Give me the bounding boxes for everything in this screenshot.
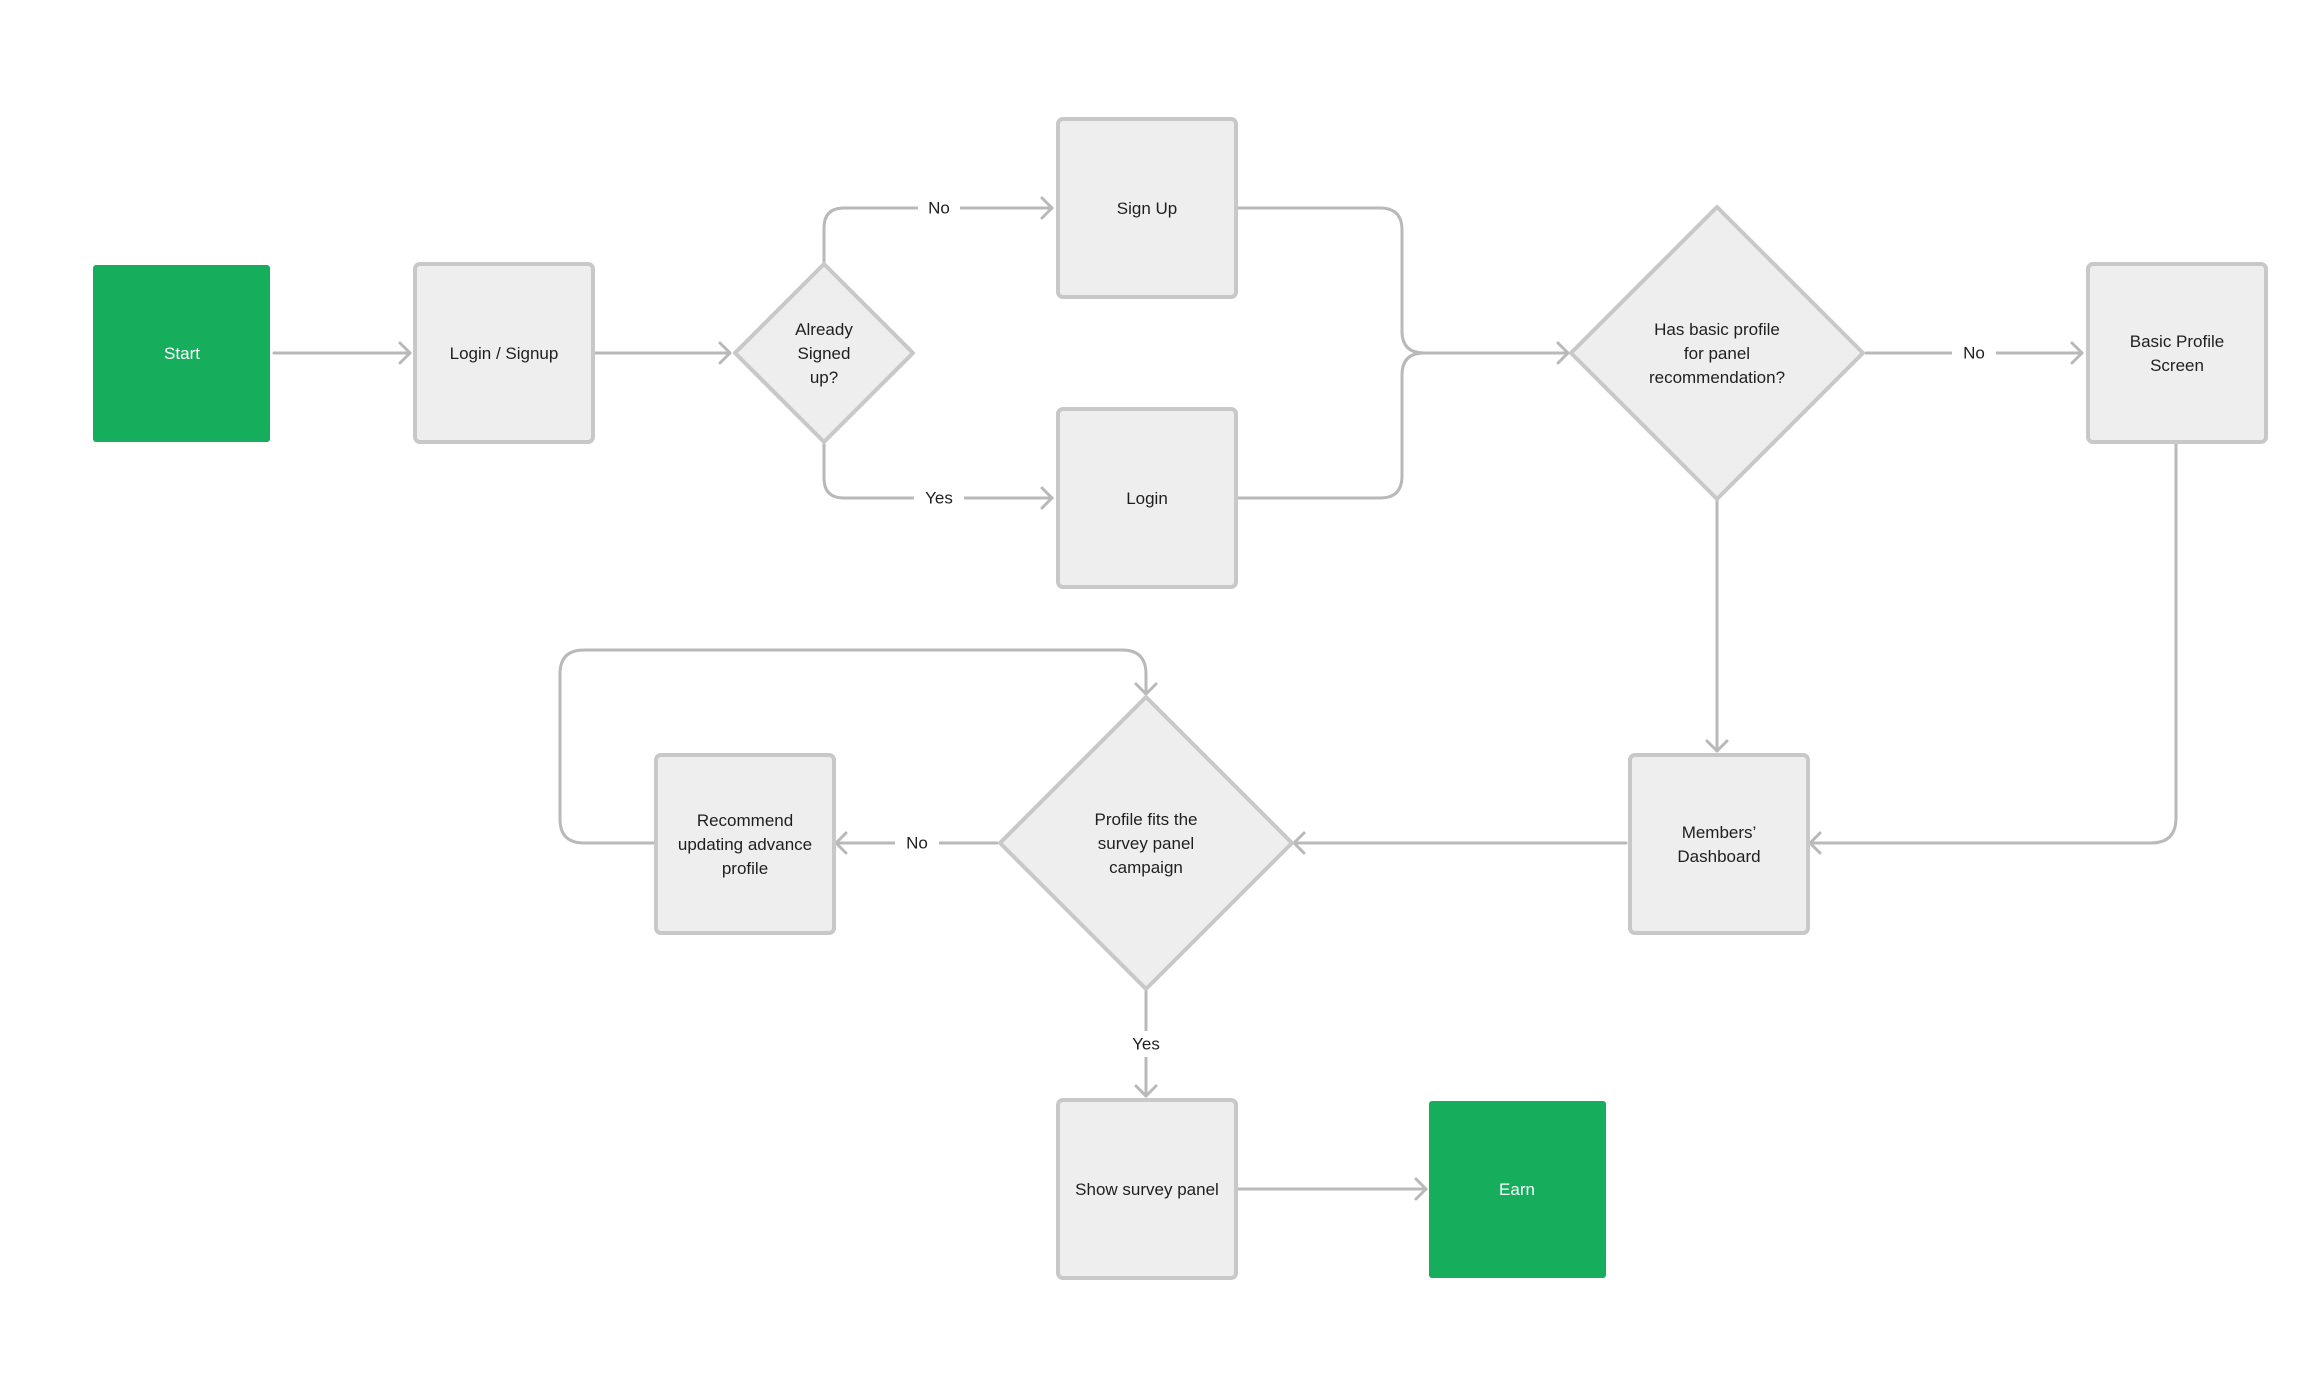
arrowhead	[1705, 739, 1729, 753]
login-node[interactable]: Login	[1056, 407, 1238, 589]
sign-up-node[interactable]: Sign Up	[1056, 117, 1238, 299]
arrowhead	[718, 341, 732, 365]
profile-fits-decision[interactable]: Profile fits the survey panel campaign	[998, 695, 1294, 991]
recommend-updating-label: Recommend updating advance profile	[678, 811, 812, 878]
arrowhead	[1556, 341, 1570, 365]
recommend-updating-node[interactable]: Recommend updating advance profile	[654, 753, 836, 935]
edge-label-already-yes: Yes	[925, 488, 953, 507]
edge-already-to-login	[822, 442, 1054, 500]
edges	[272, 196, 2178, 1201]
sign-up-label: Sign Up	[1117, 199, 1177, 218]
node-label-line: Has basic profile	[1654, 320, 1780, 339]
node-label-line: Login / Signup	[450, 344, 559, 363]
node-label-line: Earn	[1499, 1180, 1535, 1199]
node-label-line: up?	[810, 368, 838, 387]
has-basic-profile-label: Has basic profile for panel recommendation…	[1649, 320, 1785, 387]
edge-label-fits-yes: Yes	[1132, 1034, 1160, 1053]
earn-node[interactable]: Earn	[1429, 1101, 1606, 1278]
node-label-line: for panel	[1684, 344, 1750, 363]
node-label-line: Start	[164, 344, 200, 363]
node-label-line: campaign	[1109, 858, 1183, 877]
login-signup-node[interactable]: Login / Signup	[413, 262, 595, 444]
show-survey-panel-node[interactable]: Show survey panel	[1056, 1098, 1238, 1280]
node-label-line: Members’	[1682, 823, 1757, 842]
arrowhead	[2070, 341, 2084, 365]
arrowhead	[1134, 682, 1158, 696]
edge-label-already-no: No	[928, 198, 950, 217]
node-label-line: Login	[1126, 489, 1168, 508]
members-dashboard-label: Members’ Dashboard	[1677, 823, 1760, 866]
edge-recommend-loop-to-profile-fits	[558, 648, 1148, 845]
node-label-line: survey panel	[1098, 834, 1194, 853]
arrowhead	[1134, 1084, 1158, 1098]
node-label-line: profile	[722, 859, 768, 878]
edge-label-basic-no: No	[1963, 343, 1985, 362]
node-label-line: Sign Up	[1117, 199, 1177, 218]
login-label: Login	[1126, 489, 1168, 508]
arrowhead	[398, 341, 412, 365]
edge-sign-up-to-has-basic-profile	[1235, 206, 1570, 355]
node-label-line: Show survey panel	[1075, 1180, 1219, 1199]
node-label-line: updating advance	[678, 835, 812, 854]
edge-login-to-has-basic-profile	[1235, 351, 1426, 500]
edge-label-fits-no: No	[906, 833, 928, 852]
start-node[interactable]: Start	[93, 265, 270, 442]
node-label-line: Already	[795, 320, 853, 339]
node-label-line: Dashboard	[1677, 847, 1760, 866]
node-label-line: Profile fits the	[1095, 810, 1198, 829]
node-label-line: Basic Profile	[2130, 332, 2224, 351]
has-basic-profile-decision[interactable]: Has basic profile for panel recommendation…	[1569, 205, 1865, 501]
show-survey-panel-label: Show survey panel	[1075, 1180, 1219, 1199]
node-label-line: Screen	[2150, 356, 2204, 375]
profile-fits-label: Profile fits the survey panel campaign	[1095, 810, 1198, 877]
login-signup-label: Login / Signup	[450, 344, 559, 363]
earn-label: Earn	[1499, 1180, 1535, 1199]
edge-already-to-sign-up	[822, 206, 1054, 264]
node-label-line: recommendation?	[1649, 368, 1785, 387]
edge-basic-profile-screen-to-dashboard	[1808, 441, 2178, 845]
edge-labels: No Yes No No Yes	[895, 195, 1996, 1057]
node-label-line: Signed	[798, 344, 851, 363]
arrowhead	[1040, 196, 1054, 220]
arrowhead	[1414, 1177, 1428, 1201]
start-label: Start	[164, 344, 200, 363]
node-label-line: Recommend	[697, 811, 793, 830]
arrowhead	[1040, 486, 1054, 510]
members-dashboard-node[interactable]: Members’ Dashboard	[1628, 753, 1810, 935]
